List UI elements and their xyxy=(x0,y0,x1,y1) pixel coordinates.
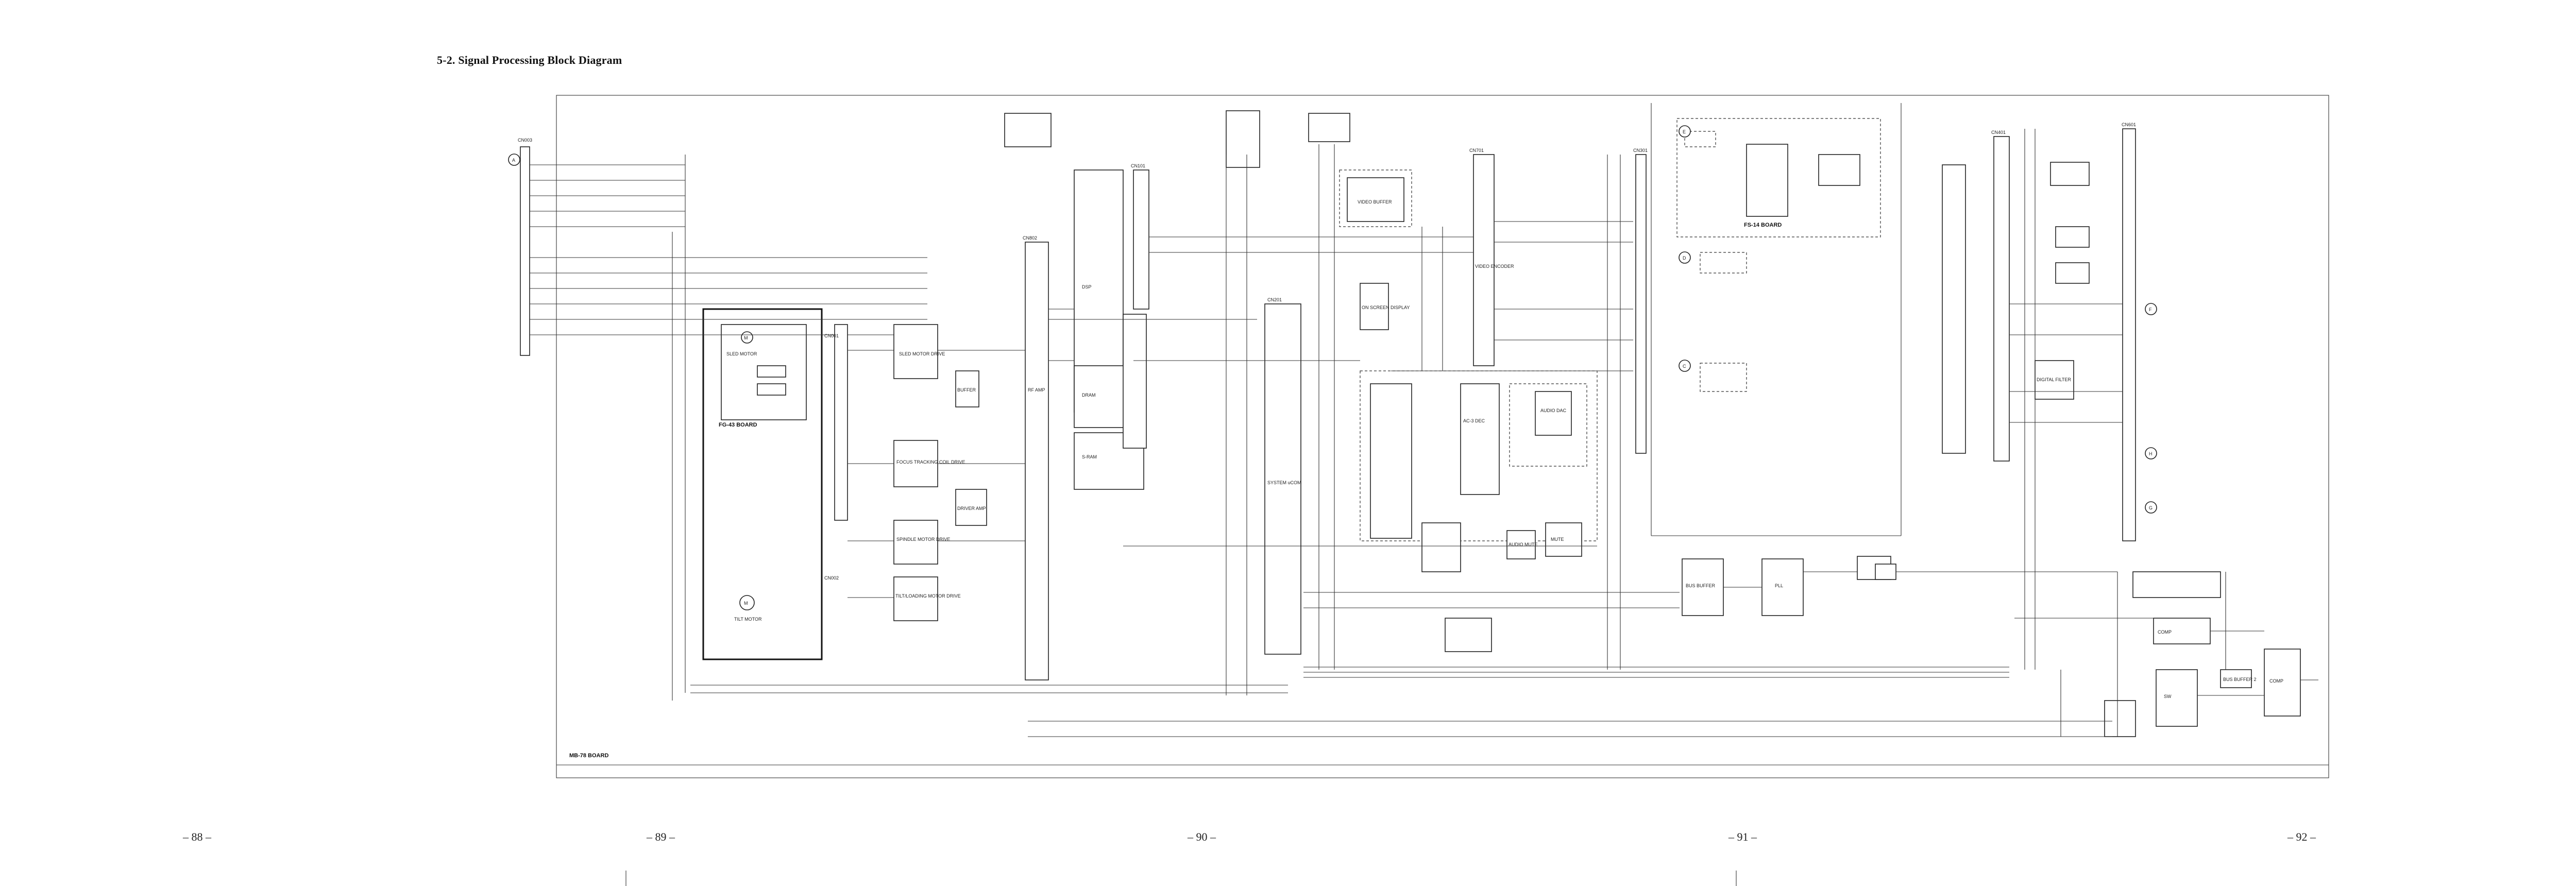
sled-drive-label: SLED MOTOR DRIVE xyxy=(899,351,945,356)
svg-text:G: G xyxy=(2149,505,2153,510)
connector-tag: CN802 xyxy=(1023,235,1037,241)
connector-tag: CN401 xyxy=(1991,130,2006,135)
connector-tags: CN001 CN002 CN003 CN101 CN201 CN301 CN40… xyxy=(518,122,2136,581)
digital-filter-label: COMP xyxy=(2158,629,2172,635)
dram-label: DRAM xyxy=(1082,393,1096,398)
bus-wiring xyxy=(690,221,2318,737)
page-number-88: – 88 – xyxy=(183,830,211,843)
ac3-dec-label: AC-3 DEC xyxy=(1463,418,1485,423)
page-number-89: – 89 – xyxy=(647,830,675,843)
audio-dac-label: AUDIO DAC xyxy=(1540,408,1567,413)
cpu-region: DRAM S-RAM xyxy=(1074,169,1149,490)
spindle-drive-label: SPINDLE MOTOR DRIVE xyxy=(896,537,950,542)
driver-amp-label: DRIVER AMP xyxy=(957,506,986,511)
audio-mute-label: AUDIO MUTE xyxy=(1509,542,1538,547)
left-connector: A xyxy=(508,146,927,356)
output-stage: BUS BUFFER PLL COMP SW COMP BUS BUFFER 2 xyxy=(1682,556,2301,737)
bus-buffer2-label: BUS BUFFER 2 xyxy=(2223,677,2257,682)
page-number-92: – 92 – xyxy=(2287,830,2316,843)
page-title: 5-2. Signal Processing Block Diagram xyxy=(437,54,622,66)
rf-dsp-column: RF AMP DSP xyxy=(1004,113,1124,680)
connector-tag: CN201 xyxy=(1267,297,1282,302)
binding-marks xyxy=(625,871,1737,886)
connector-tag: CN301 xyxy=(1633,148,1648,153)
svg-text:E: E xyxy=(1683,129,1686,134)
svg-text:M: M xyxy=(744,601,748,606)
focus-drive-label: FOCUS TRACKING COIL DRIVE xyxy=(896,459,965,465)
motor-drive-blocks: SLED MOTOR DRIVE FOCUS TRACKING COIL DRI… xyxy=(834,324,1025,621)
connector-tag: CN001 xyxy=(824,333,839,338)
right-column: DIGITAL FILTER F H G xyxy=(1942,128,2157,541)
tilt-drive-label: TILT/LOADING MOTOR DRIVE xyxy=(895,593,961,599)
connector-tag: CN601 xyxy=(2122,122,2136,127)
dsp-label: DSP xyxy=(1082,284,1092,289)
audio-region: AC-3 DEC AUDIO DAC AUDIO MUTE MUTE xyxy=(1360,370,1598,652)
comp-label: COMP xyxy=(2269,678,2283,684)
fg-board-label: FG-43 BOARD xyxy=(719,422,757,428)
system-ucom-label: SYSTEM uCOM xyxy=(1267,480,1301,485)
fs-board-label: FS-14 BOARD xyxy=(1744,222,1782,228)
mute-label: MUTE xyxy=(1551,537,1564,542)
connector-tag: CN101 xyxy=(1131,163,1145,168)
page-number-91: – 91 – xyxy=(1728,830,1757,843)
comparator-label: DIGITAL FILTER xyxy=(2037,377,2071,382)
svg-text:H: H xyxy=(2149,451,2153,456)
buffer-label: BUFFER xyxy=(957,387,976,393)
video-region: VIDEO BUFFER VIDEO ENCODER xyxy=(1308,113,1514,366)
bus-buffer-label: BUS BUFFER xyxy=(1686,583,1716,588)
connector-tag: CN003 xyxy=(518,138,532,143)
sram-label: S-RAM xyxy=(1082,454,1097,459)
vertical-wiring xyxy=(672,129,2226,737)
connector-tag: CN002 xyxy=(824,575,839,581)
mb-board-label: MB-78 BOARD xyxy=(569,753,608,759)
video-encoder-label: VIDEO ENCODER xyxy=(1475,264,1514,269)
mb-board-outline: MB-78 BOARD xyxy=(556,95,2329,778)
video-buffer-label: VIDEO BUFFER xyxy=(1358,199,1392,205)
sled-motor-label: SLED MOTOR xyxy=(726,351,757,356)
sw-label: SW xyxy=(2164,694,2172,699)
rf-amp-label: RF AMP xyxy=(1028,387,1045,393)
connector-tag: CN701 xyxy=(1469,148,1484,153)
fs-board: FS-14 BOARD D C E xyxy=(1635,103,1902,536)
system-ucom: SYSTEM uCOM ON SCREEN DISPLAY xyxy=(1226,110,1410,655)
svg-text:M: M xyxy=(744,335,748,340)
fg-board: M FG-43 BOARD M TILT MOTOR SLED MOTOR xyxy=(702,308,823,660)
osd-label: ON SCREEN DISPLAY xyxy=(1362,305,1410,310)
svg-text:D: D xyxy=(1683,255,1686,261)
page-number-90: – 90 – xyxy=(1188,830,1216,843)
tilt-motor-label: TILT MOTOR xyxy=(734,617,762,622)
svg-text:C: C xyxy=(1683,364,1686,369)
svg-text:F: F xyxy=(2149,307,2152,312)
pll-label: PLL xyxy=(1775,583,1783,588)
svg-text:A: A xyxy=(512,158,515,163)
